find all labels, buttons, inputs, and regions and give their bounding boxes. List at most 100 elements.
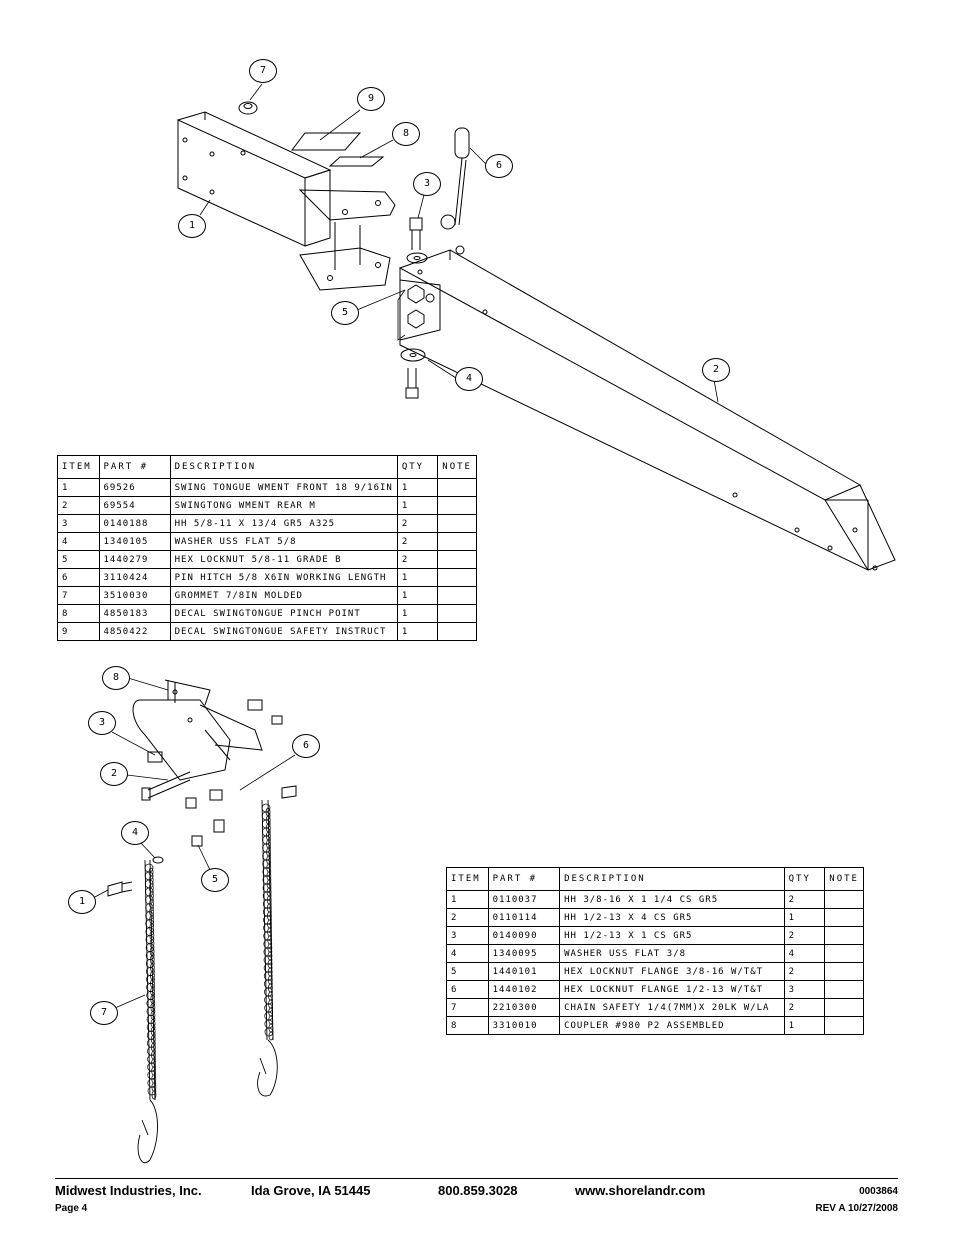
callout-6: 6	[485, 154, 513, 178]
column-header: QTY	[396, 455, 439, 479]
table-cell: 1440102	[487, 980, 561, 999]
table-cell: 0110114	[487, 908, 561, 927]
table-cell: 1	[446, 890, 489, 909]
table-cell: 3	[446, 926, 489, 945]
hitch-pin	[440, 127, 470, 230]
table-cell: 0140188	[98, 514, 171, 533]
grommet	[238, 101, 258, 115]
table-cell: 1	[783, 908, 826, 927]
column-header: NOTE	[824, 867, 864, 891]
table-cell: 4	[783, 944, 826, 963]
table-cell: 2210300	[487, 998, 561, 1017]
table-cell: HH 3/8-16 X 1 1/4 CS GR5	[559, 890, 785, 909]
callout-4: 4	[455, 367, 483, 391]
table-cell	[824, 908, 864, 927]
table-cell: DECAL SWINGTONGUE PINCH POINT	[169, 604, 398, 623]
footer-phone: 800.859.3028	[438, 1183, 518, 1198]
callout-2: 2	[100, 762, 128, 786]
table-cell	[437, 496, 477, 515]
table-cell: 0110037	[487, 890, 561, 909]
table-cell: 1440279	[98, 550, 171, 569]
table-cell: 2	[396, 550, 439, 569]
table-cell: WASHER USS FLAT 5/8	[169, 532, 398, 551]
table-cell: 1	[783, 1016, 826, 1035]
table-cell: 3110424	[98, 568, 171, 587]
callout-7: 7	[90, 1001, 118, 1025]
table-cell	[437, 568, 477, 587]
washer-bottom	[400, 348, 426, 362]
table-cell: 2	[783, 962, 826, 981]
table-cell: 1340105	[98, 532, 171, 551]
table-cell: 9	[57, 622, 100, 641]
table-cell: 6	[57, 568, 100, 587]
column-header: NOTE	[437, 455, 477, 479]
table-cell: HEX LOCKNUT FLANGE 3/8-16 W/T&T	[559, 962, 785, 981]
table-cell: SWINGTONG WMENT REAR M	[169, 496, 398, 515]
table-cell: 3510030	[98, 586, 171, 605]
table-cell: HH 5/8-11 X 13/4 GR5 A325	[169, 514, 398, 533]
table-cell: HH 1/2-13 X 1 CS GR5	[559, 926, 785, 945]
table-cell: 3310010	[487, 1016, 561, 1035]
table-cell	[437, 586, 477, 605]
chain-link	[151, 1090, 157, 1100]
table-cell: 4850422	[98, 622, 171, 641]
coupler-bolts	[107, 699, 297, 897]
table-cell: HH 1/2-13 X 4 CS GR5	[559, 908, 785, 927]
decal-safety	[290, 132, 362, 151]
table-cell: CHAIN SAFETY 1/4(7MM)X 20LK W/LA	[559, 998, 785, 1017]
table-cell: 1	[396, 586, 439, 605]
table-cell	[824, 998, 864, 1017]
callout-8: 8	[392, 122, 420, 146]
table-cell	[437, 550, 477, 569]
callout-9: 9	[357, 87, 385, 111]
column-header: ITEM	[57, 455, 100, 479]
footer-doc-number: 0003864	[859, 1186, 898, 1197]
table-cell: HEX LOCKNUT 5/8-11 GRADE B	[169, 550, 398, 569]
table-cell: 4	[446, 944, 489, 963]
table-cell: COUPLER #980 P2 ASSEMBLED	[559, 1016, 785, 1035]
table-cell: 1	[396, 604, 439, 623]
table-cell	[824, 890, 864, 909]
column-header: DESCRIPTION	[169, 455, 398, 479]
hex-locknuts-top	[407, 284, 425, 329]
callout-3: 3	[88, 711, 116, 735]
table-cell: GROMMET 7/8IN MOLDED	[169, 586, 398, 605]
bolt-top	[409, 217, 423, 250]
table-cell: 2	[396, 532, 439, 551]
table-cell: 2	[396, 514, 439, 533]
table-cell: 2	[57, 496, 100, 515]
table-cell: 1	[396, 568, 439, 587]
table-cell	[437, 622, 477, 641]
footer-address: Ida Grove, IA 51445	[251, 1183, 371, 1198]
table-cell: 1	[396, 478, 439, 497]
footer-website: www.shorelandr.com	[575, 1183, 706, 1198]
table-cell: 2	[783, 998, 826, 1017]
table-cell: WASHER USS FLAT 3/8	[559, 944, 785, 963]
table-cell: 4850183	[98, 604, 171, 623]
table-cell: 2	[783, 890, 826, 909]
column-header: QTY	[783, 867, 826, 891]
callout-6: 6	[292, 734, 320, 758]
table-cell: HEX LOCKNUT FLANGE 1/2-13 W/T&T	[559, 980, 785, 999]
table-cell	[824, 962, 864, 981]
footer-revision: REV A 10/27/2008	[815, 1203, 898, 1214]
footer-divider	[55, 1178, 898, 1179]
table-cell: 8	[446, 1016, 489, 1035]
decal-pinch-point	[328, 156, 385, 167]
column-header: PART #	[98, 455, 171, 479]
table-cell: 1	[396, 496, 439, 515]
